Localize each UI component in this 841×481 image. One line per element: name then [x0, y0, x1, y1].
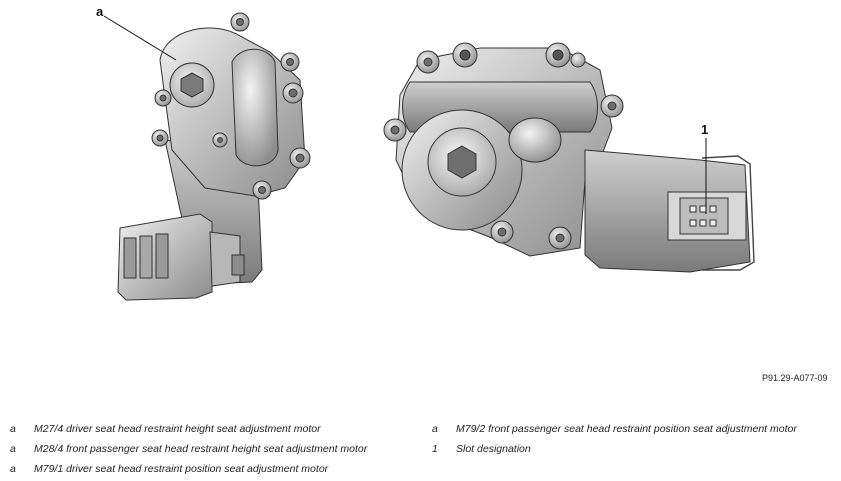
motor-illustration: a — [96, 4, 755, 301]
callout-1: 1 — [701, 122, 708, 214]
legend-key: a — [10, 443, 16, 455]
legend-text: M79/2 front passenger seat head restrain… — [456, 423, 797, 435]
legend-key: a — [10, 463, 16, 475]
legend-text: Slot designation — [456, 443, 531, 455]
legend-key: a — [432, 423, 438, 435]
motor-right-hex-socket — [447, 145, 477, 179]
motor-left-hex-socket — [180, 72, 204, 98]
motor-left-view — [117, 12, 311, 301]
motor-left-cylinder — [231, 48, 279, 167]
legend-item: a M79/2 front passenger seat head restrai… — [432, 419, 797, 439]
legend-left: a M27/4 driver seat head restraint height… — [10, 419, 367, 479]
legend-item: 1 Slot designation — [432, 439, 797, 459]
legend-text: M79/1 driver seat head restraint positio… — [34, 463, 329, 475]
figure-id: P91.29-A077-09 — [762, 373, 828, 383]
legend-key: a — [10, 423, 16, 435]
legend-text: M27/4 driver seat head restraint height … — [34, 423, 321, 435]
motor-left-bolts — [151, 12, 311, 200]
callout-a: a — [96, 4, 177, 61]
legend-item: a M27/4 driver seat head restraint height… — [10, 419, 367, 439]
callout-1-label: 1 — [701, 122, 708, 137]
motor-right-view — [383, 42, 755, 273]
legend-item: a M28/4 front passenger seat head restrai… — [10, 439, 367, 459]
motor-right-bolts — [383, 42, 624, 250]
motor-right-lock-bracket — [701, 155, 755, 271]
callout-a-label: a — [96, 4, 104, 19]
motor-right-slot-pins — [689, 205, 717, 227]
legend-key: 1 — [432, 443, 438, 455]
legend-text: M28/4 front passenger seat head restrain… — [34, 443, 368, 455]
legend-right: a M79/2 front passenger seat head restrai… — [432, 419, 797, 459]
legend-item: a M79/1 driver seat head restraint positi… — [10, 459, 367, 479]
